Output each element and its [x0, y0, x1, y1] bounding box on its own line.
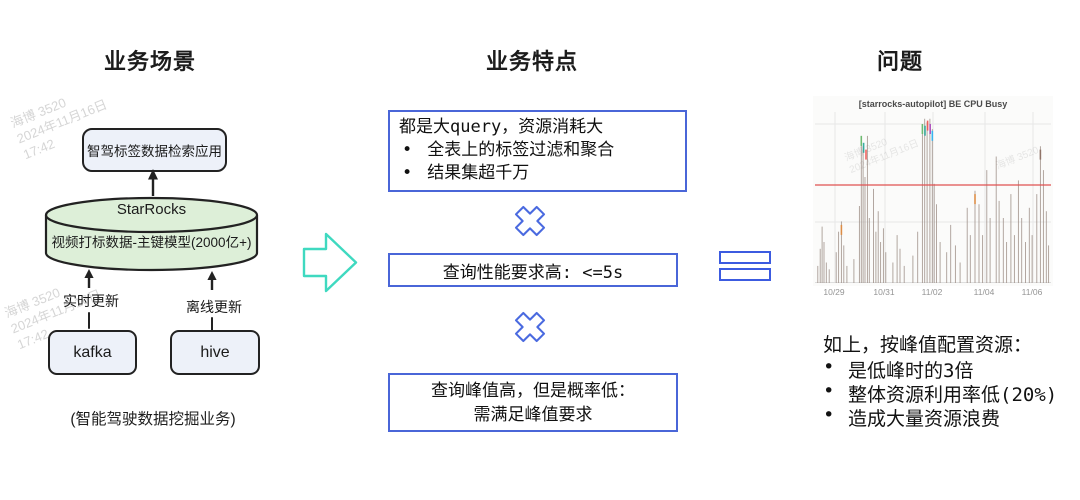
feature-bullet: • 结果集超千万: [399, 162, 685, 185]
up-arrow-icon: [84, 269, 94, 288]
equals-icon: [719, 251, 771, 264]
x-tick-label: 11/06: [1021, 287, 1043, 297]
kafka-label: kafka: [73, 343, 112, 361]
feature-bullet: • 全表上的标签过滤和聚合: [399, 139, 685, 162]
equals-icon: [719, 268, 771, 281]
bullet-icon: •: [823, 404, 835, 426]
bullet-icon: •: [823, 380, 835, 402]
bullet-text: 全表上的标签过滤和聚合: [427, 140, 615, 160]
feature-box-text: 查询性能要求高: <=5s: [442, 262, 624, 283]
bullet-icon: •: [823, 356, 835, 378]
connector-line: [88, 312, 91, 329]
bullet-text: 整体资源利用率低(20%): [848, 384, 1058, 406]
multiply-icon: [514, 311, 546, 343]
bullet-text: 结果集超千万: [427, 163, 530, 183]
feature-box-performance: 查询性能要求高: <=5s: [388, 253, 678, 287]
feature-box-line: 都是大query，资源消耗大: [399, 117, 604, 137]
right-column-title: 问题: [877, 49, 924, 74]
left-caption: (智能驾驶数据挖掘业务): [70, 411, 236, 428]
hive-box: hive: [170, 330, 260, 375]
hive-label: hive: [200, 343, 230, 361]
app-box-label: 智驾标签数据检索应用: [87, 144, 222, 159]
middle-column-title: 业务特点: [486, 49, 579, 74]
bullet-text: 是低峰时的3倍: [848, 360, 974, 382]
problem-bullet: • 是低峰时的3倍: [823, 356, 973, 383]
x-tick-label: 10/31: [873, 287, 895, 297]
realtime-update-label: 实时更新: [63, 293, 119, 309]
connector-line: [211, 317, 214, 331]
x-tick-label: 10/29: [823, 287, 845, 297]
feature-box-peak: 查询峰值高，但是概率低： 需满足峰值要求: [388, 373, 678, 432]
problem-bullet: • 整体资源利用率低(20%): [823, 380, 1057, 407]
x-tick-label: 11/04: [973, 287, 995, 297]
flow-arrow-icon: [302, 232, 358, 293]
offline-update-label: 离线更新: [186, 299, 242, 315]
feature-box-line: 查询峰值高，但是概率低：: [431, 380, 635, 401]
bullet-icon: •: [402, 163, 413, 183]
chart-series-spikes: [817, 118, 1050, 283]
multiply-icon: [514, 205, 546, 237]
problem-bullet: • 造成大量资源浪费: [823, 404, 1000, 431]
x-tick-label: 11/02: [921, 287, 943, 297]
bullet-text: 造成大量资源浪费: [848, 408, 1001, 430]
cylinder-title: StarRocks: [116, 201, 187, 218]
bullet-icon: •: [402, 140, 413, 160]
problem-summary: 如上，按峰值配置资源：: [823, 334, 1033, 356]
feature-box-query: 都是大query，资源消耗大 • 全表上的标签过滤和聚合 • 结果集超千万: [388, 110, 687, 192]
up-arrow-icon: [207, 271, 217, 290]
kafka-box: kafka: [48, 330, 137, 375]
chart-title: [starrocks-autopilot] BE CPU Busy: [858, 99, 1008, 109]
up-arrow-icon: [148, 169, 158, 196]
feature-box-line: 需满足峰值要求: [473, 404, 593, 425]
watermark-line: 海博 3520: [8, 94, 69, 131]
app-box: 智驾标签数据检索应用: [82, 128, 227, 172]
cylinder-subtitle: 视频打标数据-主键模型(2000亿+): [51, 235, 252, 250]
cpu-chart-plot: [815, 112, 1051, 283]
starrocks-cylinder: [44, 196, 259, 272]
left-column-title: 业务场景: [104, 49, 197, 74]
